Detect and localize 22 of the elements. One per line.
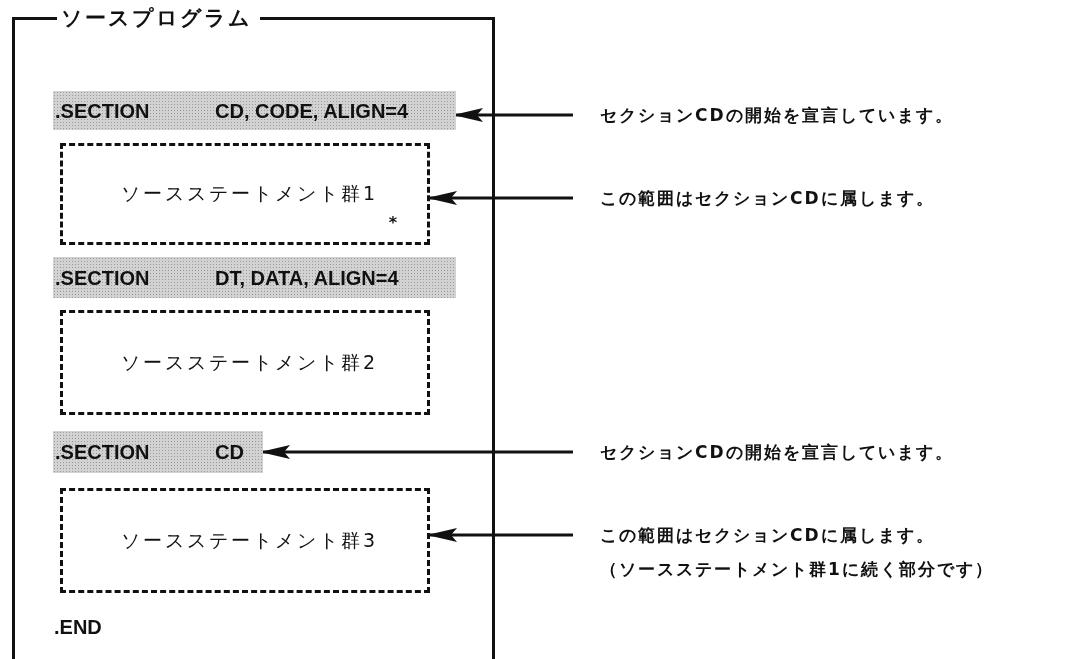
code-operands: CD <box>215 440 244 464</box>
code-directive: .SECTION <box>55 440 150 464</box>
box-label: ソースステートメント群2 <box>121 349 379 375</box>
box-label: ソースステートメント群1 <box>121 181 379 206</box>
dashed-box <box>60 488 430 593</box>
asterisk-mark: * <box>388 213 397 232</box>
note-text: （ソースステートメント群1に続く部分です） <box>600 558 994 581</box>
code-operands: CD, CODE, ALIGN=4 <box>215 99 409 122</box>
code-operands: DT, DATA, ALIGN=4 <box>215 266 399 289</box>
note-text: セクションCDの開始を宣言しています。 <box>600 104 954 127</box>
code-line: .END <box>54 616 102 639</box>
frame-title: ソースプログラム <box>57 5 260 31</box>
note-text: この範囲はセクションCDに属します。 <box>600 187 935 210</box>
dashed-box <box>60 310 430 415</box>
box-label: ソースステートメント群3 <box>121 527 379 553</box>
arrow <box>427 528 573 542</box>
note-text: この範囲はセクションCDに属します。 <box>600 524 935 547</box>
code-directive: .SECTION <box>55 99 150 122</box>
arrow <box>427 191 573 205</box>
code-directive: .SECTION <box>55 266 150 289</box>
dashed-box <box>60 143 430 245</box>
note-text: セクションCDの開始を宣言しています。 <box>600 441 954 464</box>
